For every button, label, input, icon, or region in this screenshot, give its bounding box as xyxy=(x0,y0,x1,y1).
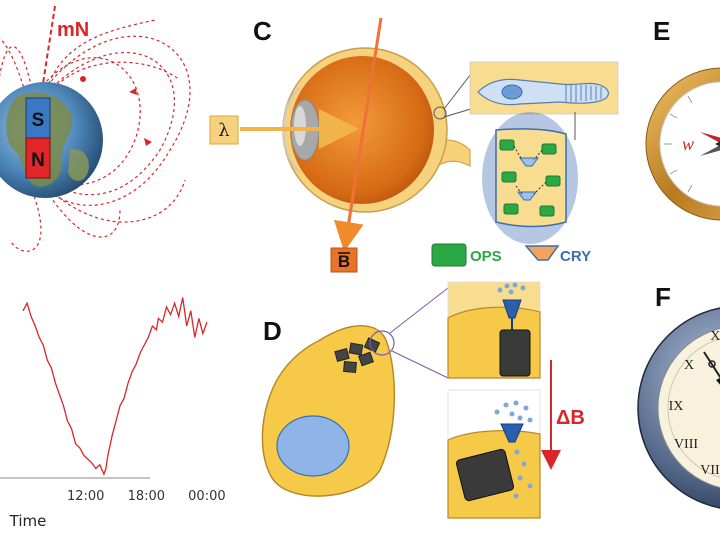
crystal-zoom-circle xyxy=(369,330,395,356)
x-tick-label: 00:00 xyxy=(188,489,225,504)
interaction-dots xyxy=(513,145,547,195)
x-tick-label: 12:00 xyxy=(67,489,104,504)
channel-closed xyxy=(447,281,541,379)
earth-continent xyxy=(68,149,89,181)
clock-numeral-x: X xyxy=(684,358,694,373)
field-line-arrow xyxy=(144,138,152,146)
x-tick-labels: 12:00 18:00 00:00 xyxy=(67,489,226,504)
clock-numeral-vii: VII xyxy=(700,463,720,478)
zoom-line xyxy=(389,287,449,334)
delta-b-label: ΔB xyxy=(556,407,585,429)
legend-ops: OPS xyxy=(431,243,502,267)
mn-label: mN xyxy=(57,19,89,41)
field-label: B xyxy=(338,252,350,271)
field-label-box xyxy=(330,247,358,273)
retina-zoom-circle xyxy=(433,106,447,120)
zoom-line xyxy=(443,69,475,110)
clock-inner-ring xyxy=(667,338,720,478)
clock-numeral-xii: XII xyxy=(710,329,720,344)
membrane-detail xyxy=(482,112,578,244)
compass-needle-dark xyxy=(700,145,720,156)
cry-legend-label: CRY xyxy=(560,248,591,265)
eye-lens-highlight xyxy=(294,106,306,146)
zoom-line xyxy=(443,107,475,118)
ops-legend-label: OPS xyxy=(470,248,502,265)
channel-open xyxy=(447,389,541,519)
panel-magnetite-cell: D xyxy=(261,281,585,519)
cry-proteins xyxy=(517,157,539,201)
series-line-0 xyxy=(22,297,208,476)
magnet-south-label: S xyxy=(32,110,45,131)
panel-eye: C λ B xyxy=(209,16,619,273)
x-tick-label: 18:00 xyxy=(128,489,165,504)
panel-letter-d: D xyxy=(263,316,282,346)
clock-hand-ring xyxy=(708,360,716,368)
panel-letter-f: F xyxy=(655,282,671,312)
legend-cry: CRY xyxy=(524,245,591,265)
field-pole-dot xyxy=(80,76,86,82)
clock-face xyxy=(657,327,720,489)
compass-west-label: w xyxy=(682,134,694,154)
ops-legend-icon xyxy=(431,243,467,267)
zoom-line xyxy=(391,350,449,379)
panel-compass: E w xyxy=(645,16,720,221)
compass-ticks xyxy=(664,95,693,193)
compass-face xyxy=(659,81,720,207)
photoreceptor-cell xyxy=(477,78,609,106)
clock-numeral-ix: IX xyxy=(669,399,684,414)
panel-earth-magnet: mN S N xyxy=(0,5,191,252)
light-label-box xyxy=(209,115,239,145)
clock-numeral-viii: VIII xyxy=(674,437,698,452)
magnetite-crystals xyxy=(334,337,381,374)
clock-hour-hand xyxy=(716,378,720,385)
panel-time-series: 12:00 18:00 00:00 Time xyxy=(0,297,226,530)
cell-nucleus xyxy=(276,415,350,477)
field-line-arrow xyxy=(129,88,137,95)
photoreceptor-disks xyxy=(565,84,602,102)
magnetic-field-arrow xyxy=(333,17,383,252)
photoreceptor-nucleus xyxy=(501,84,523,100)
x-axis-title: Time xyxy=(9,512,47,530)
light-label: λ xyxy=(218,120,229,141)
compass-needle-red xyxy=(700,132,720,143)
cry-legend-icon xyxy=(524,245,560,261)
compass-needle-tip xyxy=(715,141,720,147)
panel-letter-c: C xyxy=(253,16,272,46)
field-lines xyxy=(0,19,191,252)
panel-letter-e: E xyxy=(653,16,670,46)
ops-proteins xyxy=(499,139,561,217)
bar-magnet xyxy=(25,97,51,179)
panel-clock: F XII X IX VIII VII xyxy=(637,282,720,509)
magnet-north-label: N xyxy=(31,150,45,171)
magnetic-north-axis xyxy=(41,5,56,91)
